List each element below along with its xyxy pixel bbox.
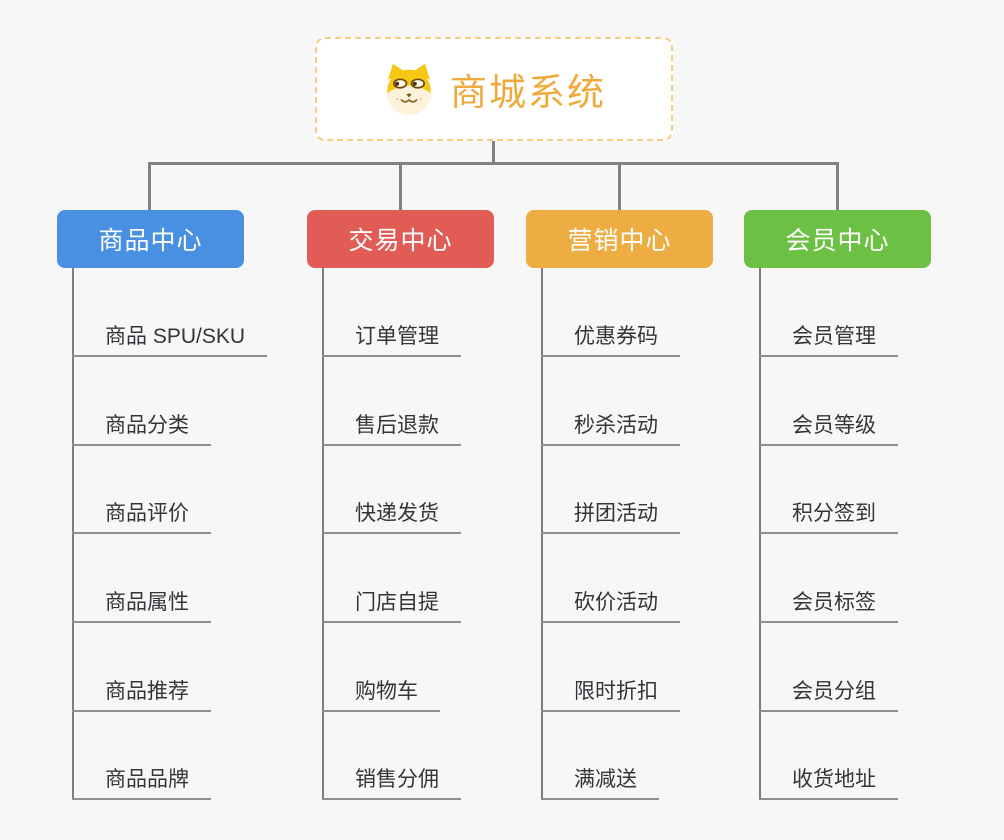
connector-drop-member-center: [836, 162, 839, 210]
child-node[interactable]: 商品推荐: [72, 679, 211, 712]
connector-horizontal-bar: [148, 162, 839, 165]
child-node[interactable]: 门店自提: [322, 590, 461, 623]
child-node[interactable]: 拼团活动: [541, 501, 680, 534]
child-node[interactable]: 会员管理: [759, 324, 898, 357]
connector-trunk-marketing-center: [541, 268, 543, 800]
root-node[interactable]: 商城系统: [315, 37, 673, 141]
child-node[interactable]: 限时折扣: [541, 679, 680, 712]
connector-trunk-member-center: [759, 268, 761, 800]
child-node[interactable]: 商品品牌: [72, 767, 211, 800]
connector-drop-trade-center: [399, 162, 402, 210]
branch-node-trade-center[interactable]: 交易中心: [307, 210, 494, 268]
connector-root-stem: [492, 141, 495, 164]
branch-node-member-center[interactable]: 会员中心: [744, 210, 931, 268]
child-node[interactable]: 快递发货: [322, 501, 461, 534]
connector-drop-product-center: [148, 162, 151, 210]
branch-node-product-center[interactable]: 商品中心: [57, 210, 244, 268]
child-node[interactable]: 秒杀活动: [541, 413, 680, 446]
child-node[interactable]: 积分签到: [759, 501, 898, 534]
child-node[interactable]: 会员分组: [759, 679, 898, 712]
child-node[interactable]: 会员等级: [759, 413, 898, 446]
child-node[interactable]: 商品评价: [72, 501, 211, 534]
connector-drop-marketing-center: [618, 162, 621, 210]
child-node[interactable]: 商品属性: [72, 590, 211, 623]
root-node-label: 商城系统: [450, 72, 606, 113]
child-node[interactable]: 商品分类: [72, 413, 211, 446]
child-node[interactable]: 收货地址: [759, 767, 898, 800]
child-node[interactable]: 优惠券码: [541, 324, 680, 357]
child-node[interactable]: 砍价活动: [541, 590, 680, 623]
connector-trunk-trade-center: [322, 268, 324, 800]
branch-column-marketing-center: 营销中心 优惠券码 秒杀活动 拼团活动 砍价活动 限时折扣 满减送: [526, 210, 786, 830]
branch-column-product-center: 商品中心 商品 SPU/SKU 商品分类 商品评价 商品属性 商品推荐 商品品牌: [57, 210, 317, 830]
child-node[interactable]: 购物车: [322, 679, 440, 712]
child-node[interactable]: 销售分佣: [322, 767, 461, 800]
child-node[interactable]: 商品 SPU/SKU: [72, 324, 268, 357]
child-node[interactable]: 售后退款: [322, 413, 461, 446]
connector-trunk-product-center: [72, 268, 74, 800]
shiba-dog-icon: [387, 63, 431, 116]
child-node[interactable]: 订单管理: [322, 324, 461, 357]
branch-column-member-center: 会员中心 会员管理 会员等级 积分签到 会员标签 会员分组 收货地址: [744, 210, 1004, 830]
child-node[interactable]: 满减送: [541, 767, 659, 800]
child-node[interactable]: 会员标签: [759, 590, 898, 623]
branch-column-trade-center: 交易中心 订单管理 售后退款 快递发货 门店自提 购物车 销售分佣: [307, 210, 567, 830]
branch-node-marketing-center[interactable]: 营销中心: [526, 210, 713, 268]
